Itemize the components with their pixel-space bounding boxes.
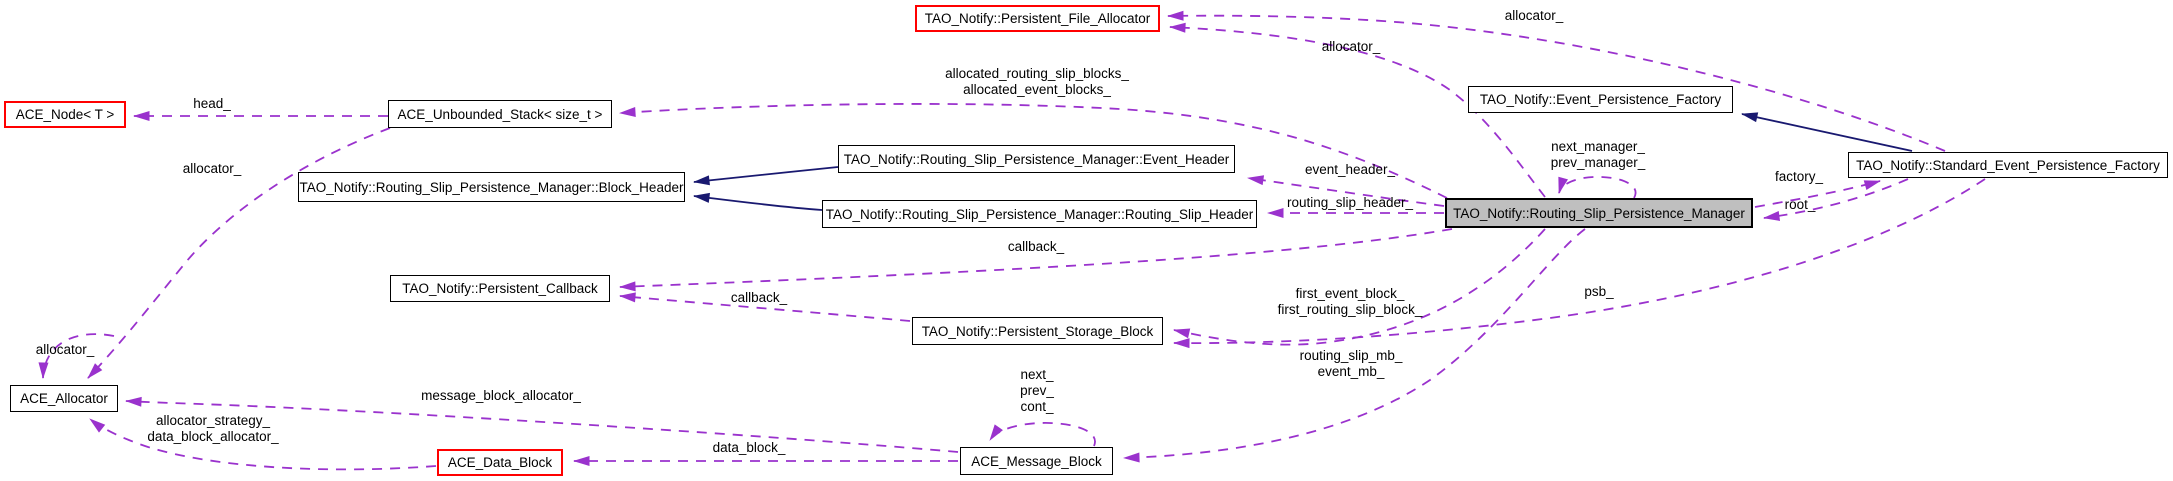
- class-node-event-persistence-factory[interactable]: TAO_Notify::Event_Persistence_Factory: [1468, 86, 1733, 113]
- edge-inherit-event-header: [693, 166, 839, 186]
- class-node-routing-slip-header[interactable]: TAO_Notify::Routing_Slip_Persistence_Man…: [822, 200, 1257, 228]
- edge-label-stack-allocator: allocator_: [182, 161, 242, 176]
- edge-label-factory: factory_: [1774, 169, 1824, 184]
- edge-label-allocator: allocator_: [35, 342, 95, 357]
- edge-label-data-block-allocator: allocator_strategy_ data_block_allocator…: [147, 413, 279, 444]
- class-node-block-header[interactable]: TAO_Notify::Routing_Slip_Persistence_Man…: [298, 172, 685, 202]
- edge-inherit-standard-factory: [1741, 112, 1913, 152]
- edge-message-block-allocator: [125, 396, 959, 453]
- class-node-ace-data-block[interactable]: ACE_Data_Block: [437, 449, 563, 476]
- edge-manager-callback: [619, 228, 1453, 292]
- edge-label-psb-callback: callback_: [730, 290, 788, 305]
- edge-psb-callback: [619, 292, 911, 322]
- edge-label-data-block: data_block_: [712, 440, 786, 455]
- edge-label-factory-allocator: allocator_: [1504, 8, 1564, 23]
- edge-manager-file-allocator: [1169, 22, 1546, 198]
- class-node-standard-event-persistence-factory[interactable]: TAO_Notify::Standard_Event_Persistence_F…: [1848, 152, 2168, 178]
- edge-label-psb: psb_: [1584, 284, 1614, 299]
- class-node-ace-node[interactable]: ACE_Node< T >: [4, 101, 126, 128]
- class-node-ace-unbounded-stack[interactable]: ACE_Unbounded_Stack< size_t >: [388, 100, 612, 128]
- edge-label-manager-callback: callback_: [1007, 239, 1065, 254]
- edge-event-header: [1247, 175, 1445, 207]
- class-node-routing-slip-persistence-manager: TAO_Notify::Routing_Slip_Persistence_Man…: [1445, 198, 1753, 228]
- class-node-persistent-file-allocator[interactable]: TAO_Notify::Persistent_File_Allocator: [915, 5, 1160, 32]
- edge-factory: [1754, 180, 1881, 208]
- class-node-persistent-storage-block[interactable]: TAO_Notify::Persistent_Storage_Block: [912, 317, 1163, 345]
- edge-label-routing-slip-header: routing_slip_header_: [1286, 195, 1414, 210]
- class-node-ace-message-block[interactable]: ACE_Message_Block: [960, 447, 1113, 475]
- edge-label-event-header: event_header_: [1304, 162, 1396, 177]
- edge-label-root: root_: [1784, 197, 1816, 212]
- edge-psb: [1173, 178, 1986, 349]
- edge-label-head: head_: [193, 96, 231, 111]
- class-node-event-header[interactable]: TAO_Notify::Routing_Slip_Persistence_Man…: [838, 145, 1235, 173]
- edge-stack-allocator: [87, 127, 391, 379]
- edge-inherit-routing-slip-header: [693, 192, 823, 211]
- edge-label-message-block-allocator: message_block_allocator_: [421, 388, 581, 403]
- edge-manager-selfloop: [1558, 176, 1637, 199]
- edge-label-first-blocks: first_event_block_ first_routing_slip_bl…: [1277, 286, 1423, 317]
- class-node-persistent-callback[interactable]: TAO_Notify::Persistent_Callback: [390, 275, 610, 302]
- edge-data-block-allocator: [89, 418, 437, 471]
- edge-label-manager-selfloop: next_manager_ prev_manager_: [1550, 139, 1646, 170]
- edge-label-mb-selfloop: next_ prev_ cont_: [1020, 367, 1054, 414]
- edge-root: [1763, 178, 1909, 221]
- edge-label-manager-mb: routing_slip_mb_ event_mb_: [1299, 348, 1403, 379]
- edge-first-blocks: [1173, 228, 1546, 346]
- edge-allocated-blocks: [619, 103, 1448, 199]
- class-node-ace-allocator[interactable]: ACE_Allocator: [10, 385, 118, 412]
- edge-manager-message-block: [1123, 228, 1586, 463]
- edge-factory-file-allocator: [1167, 10, 1946, 152]
- edge-label-allocated-blocks: allocated_routing_slip_blocks_ allocated…: [945, 66, 1129, 97]
- edge-mb-selfloop: [989, 422, 1096, 447]
- edge-label-manager-allocator: allocator_: [1321, 39, 1381, 54]
